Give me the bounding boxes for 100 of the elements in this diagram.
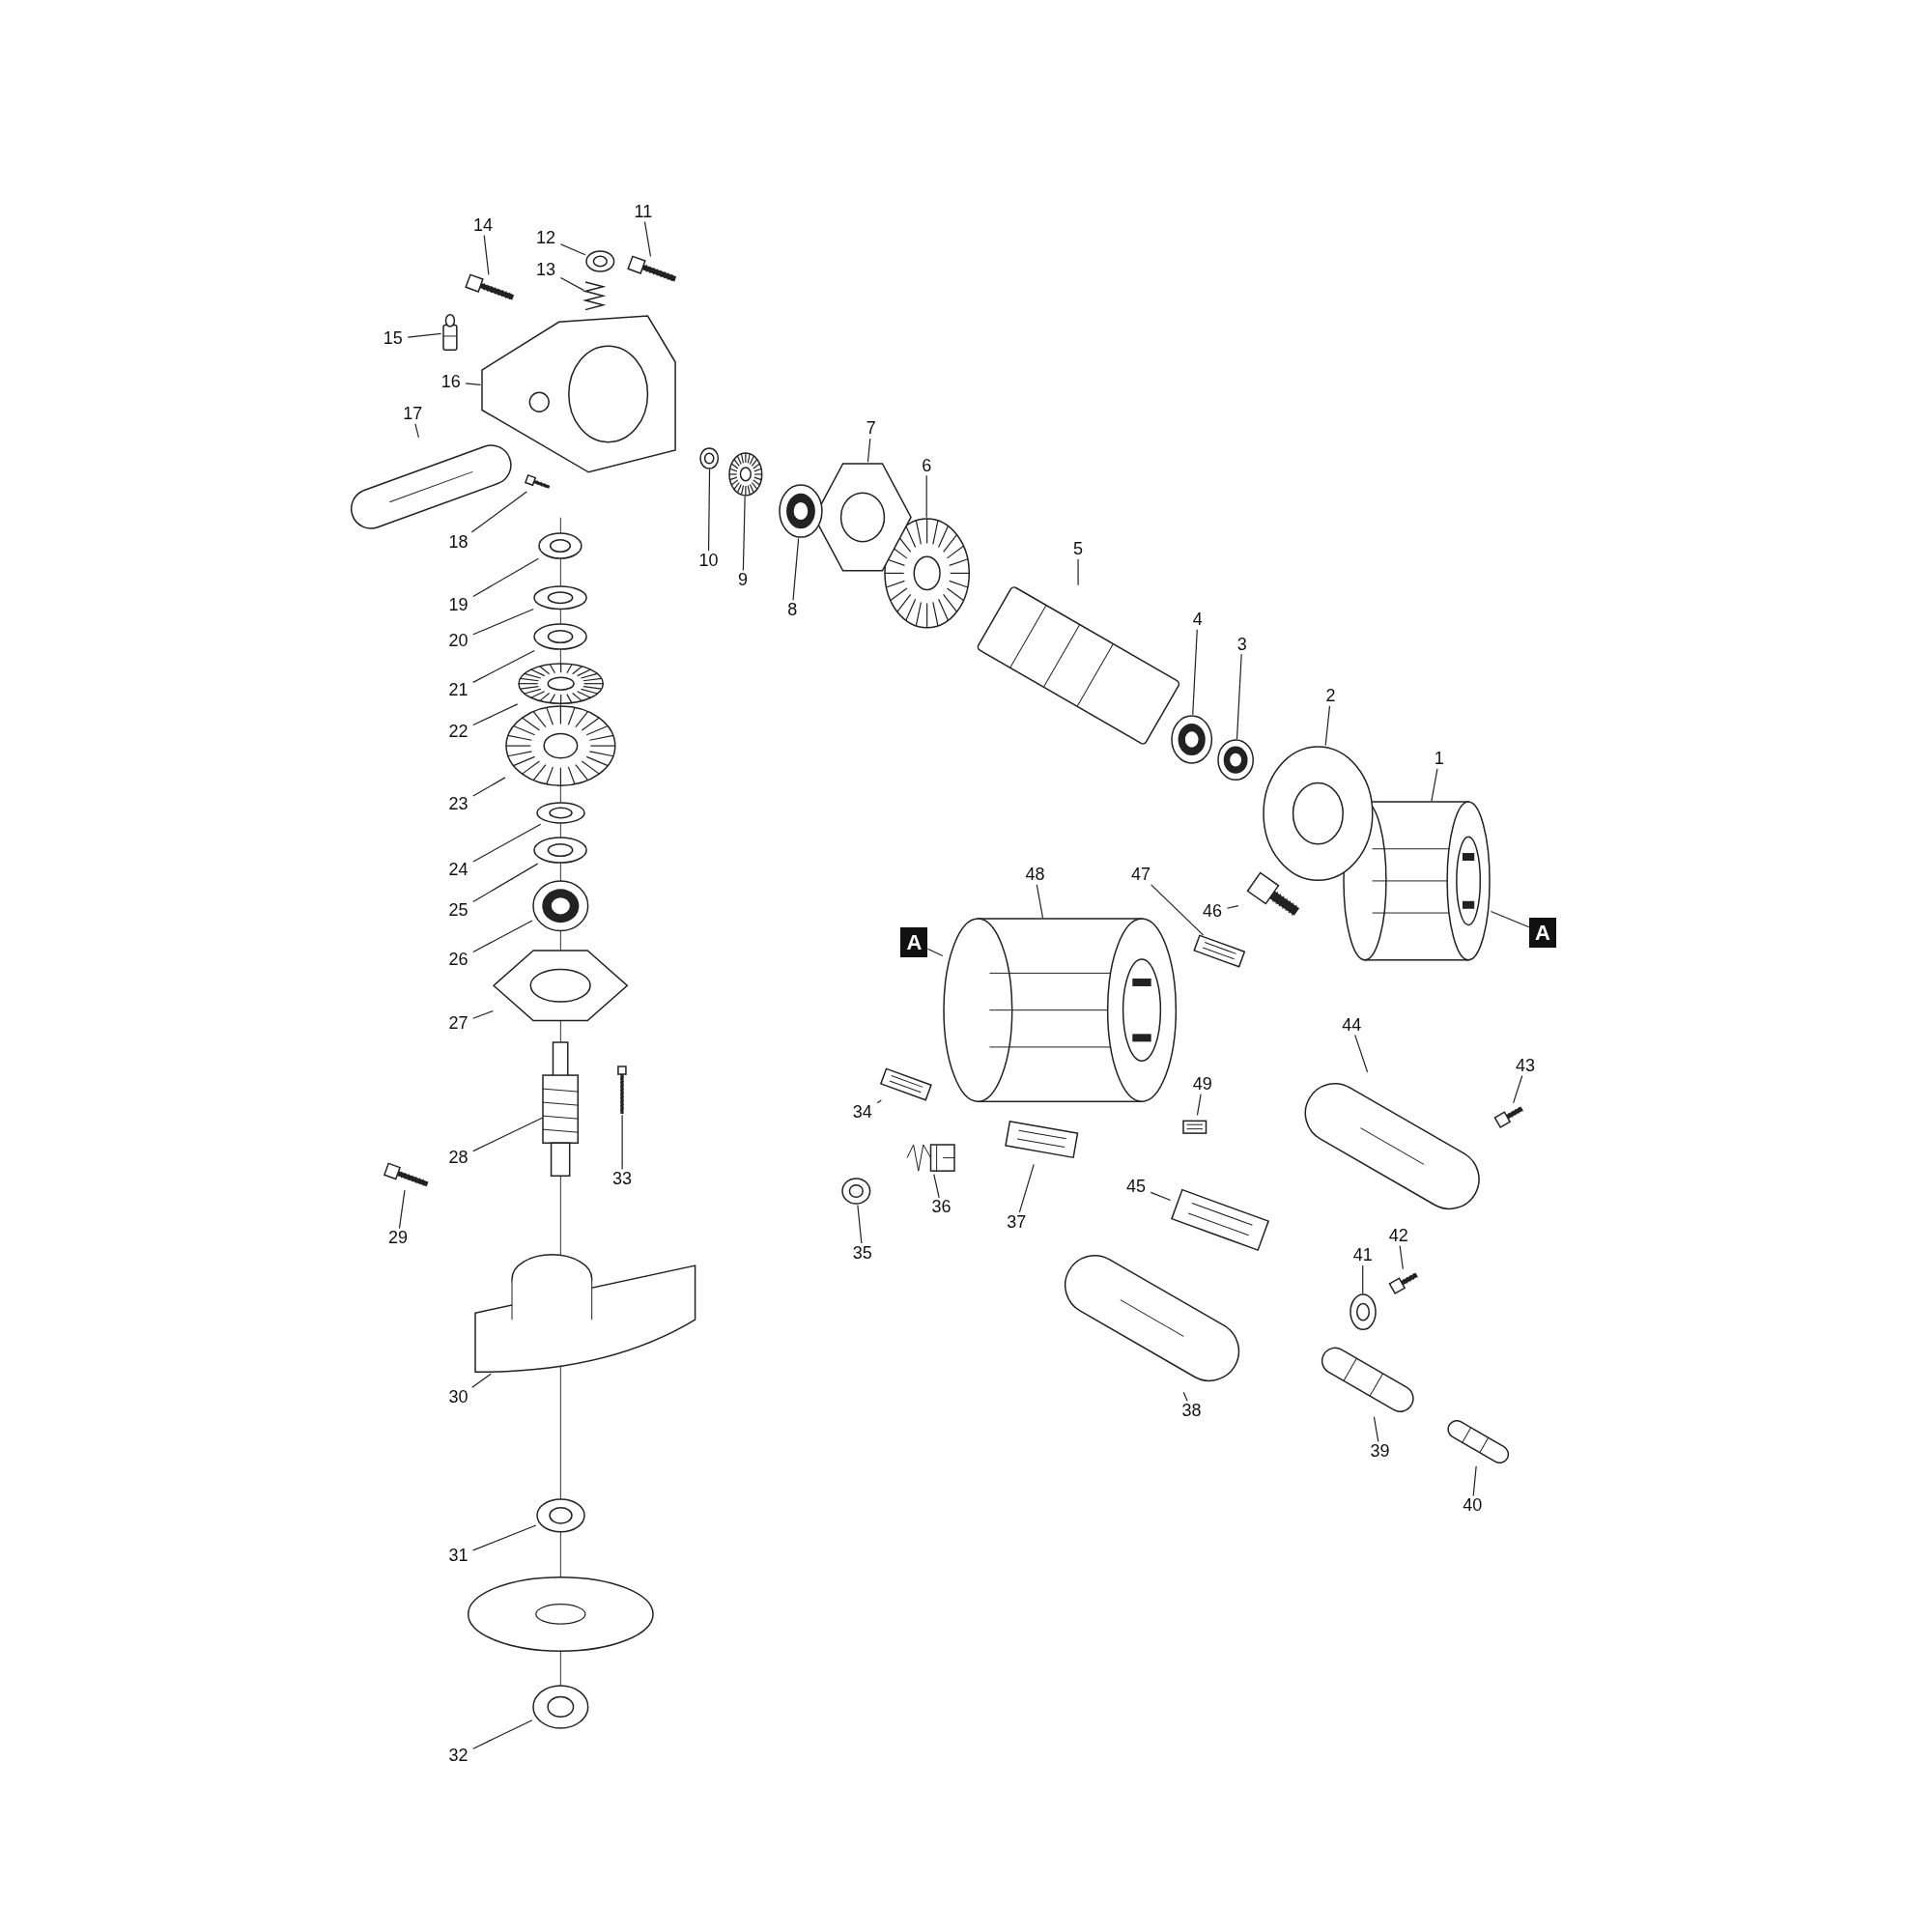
callout-number: 9 <box>727 570 758 590</box>
callout-number: 44 <box>1336 1015 1367 1036</box>
callout-number: 16 <box>436 372 467 392</box>
leader-line <box>471 1373 492 1388</box>
callout-number: 29 <box>383 1228 413 1249</box>
leader-line <box>857 1204 863 1244</box>
callout-number: 12 <box>530 227 561 248</box>
leader-line <box>1513 1074 1523 1104</box>
leader-line <box>933 1173 940 1199</box>
callout-number: 45 <box>1121 1177 1151 1197</box>
flange-drawing <box>535 1498 585 1533</box>
leader-line <box>398 1189 406 1230</box>
brush-cap-drawing <box>841 1178 871 1206</box>
leader-line <box>472 863 539 903</box>
leader-line <box>470 491 527 533</box>
callout-number: 10 <box>694 551 724 571</box>
leader-line <box>867 438 871 463</box>
callout-number: 31 <box>443 1546 473 1567</box>
callout-number: 5 <box>1063 539 1094 560</box>
stator-drawing <box>1343 801 1492 961</box>
callout-number: 8 <box>777 600 808 620</box>
leader-line <box>472 1117 543 1152</box>
section-marker: A <box>900 927 928 958</box>
lock-plate-drawing <box>517 663 604 705</box>
leader-line <box>472 703 519 726</box>
leader-line <box>472 1010 494 1019</box>
carbon-brush-drawing <box>905 1142 955 1175</box>
leader-line <box>472 1524 537 1551</box>
callout-number: 32 <box>443 1746 473 1766</box>
leader-line <box>925 474 927 519</box>
leader-line <box>1151 884 1205 936</box>
callout-number: 25 <box>443 900 473 921</box>
spring-drawing <box>583 280 604 311</box>
callout-number: 36 <box>926 1197 956 1218</box>
leader-line <box>1196 1094 1202 1116</box>
callout-number: 19 <box>443 595 473 615</box>
callout-number: 33 <box>607 1169 638 1189</box>
callout-number: 28 <box>443 1148 473 1169</box>
leader-line <box>707 469 711 552</box>
callout-number: 35 <box>847 1243 878 1264</box>
callout-number: 46 <box>1197 901 1228 923</box>
spindle-drawing <box>542 1040 580 1178</box>
callout-number: 40 <box>1457 1495 1488 1516</box>
leader-line <box>483 235 490 276</box>
callout-number: 17 <box>398 404 428 424</box>
nut-drawing <box>538 532 583 560</box>
fan-drawing <box>883 517 970 629</box>
callout-number: 2 <box>1316 686 1346 706</box>
leader-line <box>559 276 585 292</box>
callout-number: 14 <box>468 215 498 236</box>
leader-line <box>1036 884 1044 919</box>
callout-number: 7 <box>856 418 887 440</box>
callout-number: 26 <box>443 950 473 970</box>
leader-line <box>1373 1416 1379 1442</box>
callout-number: 21 <box>443 680 473 700</box>
pin-drawing <box>440 314 459 352</box>
ball-bearing-drawing <box>1170 714 1213 764</box>
ball-bearing-drawing <box>1217 739 1255 781</box>
callout-number: 24 <box>443 860 473 880</box>
leader-line <box>1431 768 1438 802</box>
retaining-ring-drawing <box>699 447 720 469</box>
callout-number: 27 <box>443 1013 473 1035</box>
leader-line <box>1150 1191 1172 1202</box>
leader-line <box>876 1099 882 1104</box>
callout-number: 1 <box>1424 749 1455 769</box>
callout-number: 20 <box>443 631 473 651</box>
leader-line <box>1077 558 1079 586</box>
washer-drawing <box>533 623 588 651</box>
leader-line <box>1324 705 1331 747</box>
bearing-box-drawing <box>493 949 629 1023</box>
callout-number: 47 <box>1125 865 1156 885</box>
callout-number: 23 <box>443 794 473 815</box>
pinion-gear-drawing <box>727 452 763 497</box>
callout-number: 15 <box>378 328 409 349</box>
callout-number: 34 <box>847 1102 878 1122</box>
callout-number: 13 <box>530 260 561 280</box>
ball-bearing-drawing <box>532 879 589 932</box>
callout-number: 30 <box>443 1387 473 1407</box>
retaining-ring-drawing <box>533 837 588 865</box>
leader-line <box>472 649 535 683</box>
leader-line <box>472 920 533 953</box>
section-marker: A <box>1528 918 1556 948</box>
leader-line <box>559 243 586 256</box>
leader-line <box>472 557 539 597</box>
callout-number: 39 <box>1365 1441 1395 1462</box>
ball-bearing-drawing <box>779 484 823 539</box>
leader-line <box>472 608 534 636</box>
leader-line <box>465 383 482 385</box>
leader-line <box>414 423 420 439</box>
bevel-gear-drawing <box>504 704 616 786</box>
leader-line <box>742 496 746 572</box>
leader-line <box>472 823 542 863</box>
callout-number: 3 <box>1227 634 1257 655</box>
cap-drawing <box>584 249 615 272</box>
motor-housing-drawing <box>942 918 1178 1103</box>
leader-line <box>1192 629 1198 716</box>
leader-line <box>621 1114 623 1171</box>
lock-nut-drawing <box>532 1684 589 1729</box>
leader-line <box>926 948 944 957</box>
leader-line <box>472 1719 533 1749</box>
